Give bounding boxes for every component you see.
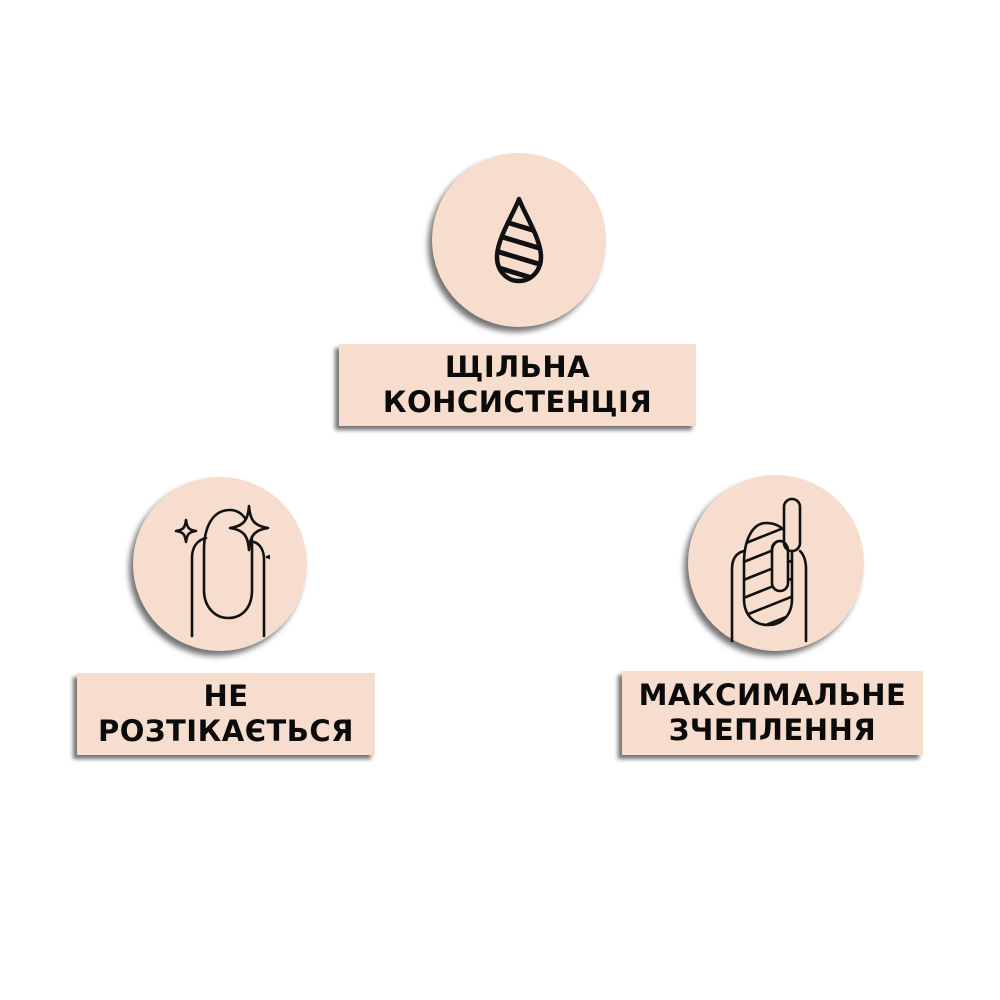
striped-drop-icon (494, 196, 544, 284)
feature-label-consistency: ЩІЛЬНА КОНСИСТЕНЦІЯ (339, 344, 696, 426)
feature-icon-badge-consistency (432, 153, 606, 327)
feature-label-line: ЗЧЕПЛЕННЯ (668, 713, 877, 747)
feature-label-adhesion: МАКСИМАЛЬНЕ ЗЧЕПЛЕННЯ (622, 671, 923, 755)
feature-icon-badge-adhesion (688, 475, 864, 651)
feature-label-line: НЕ (203, 679, 249, 713)
nail-sparkles-icon (174, 504, 270, 638)
feature-label-line: МАКСИМАЛЬНЕ (638, 678, 907, 712)
feature-label-line: ЩІЛЬНА (444, 350, 591, 384)
feature-icon-badge-no-spread (133, 477, 307, 651)
feature-label-line: КОНСИСТЕНЦІЯ (382, 385, 653, 419)
feature-label-line: РОЗТІКАЄТЬСЯ (97, 714, 354, 748)
nail-chain-link-icon (730, 497, 808, 643)
feature-label-no-spread: НЕ РОЗТІКАЄТЬСЯ (77, 673, 375, 755)
